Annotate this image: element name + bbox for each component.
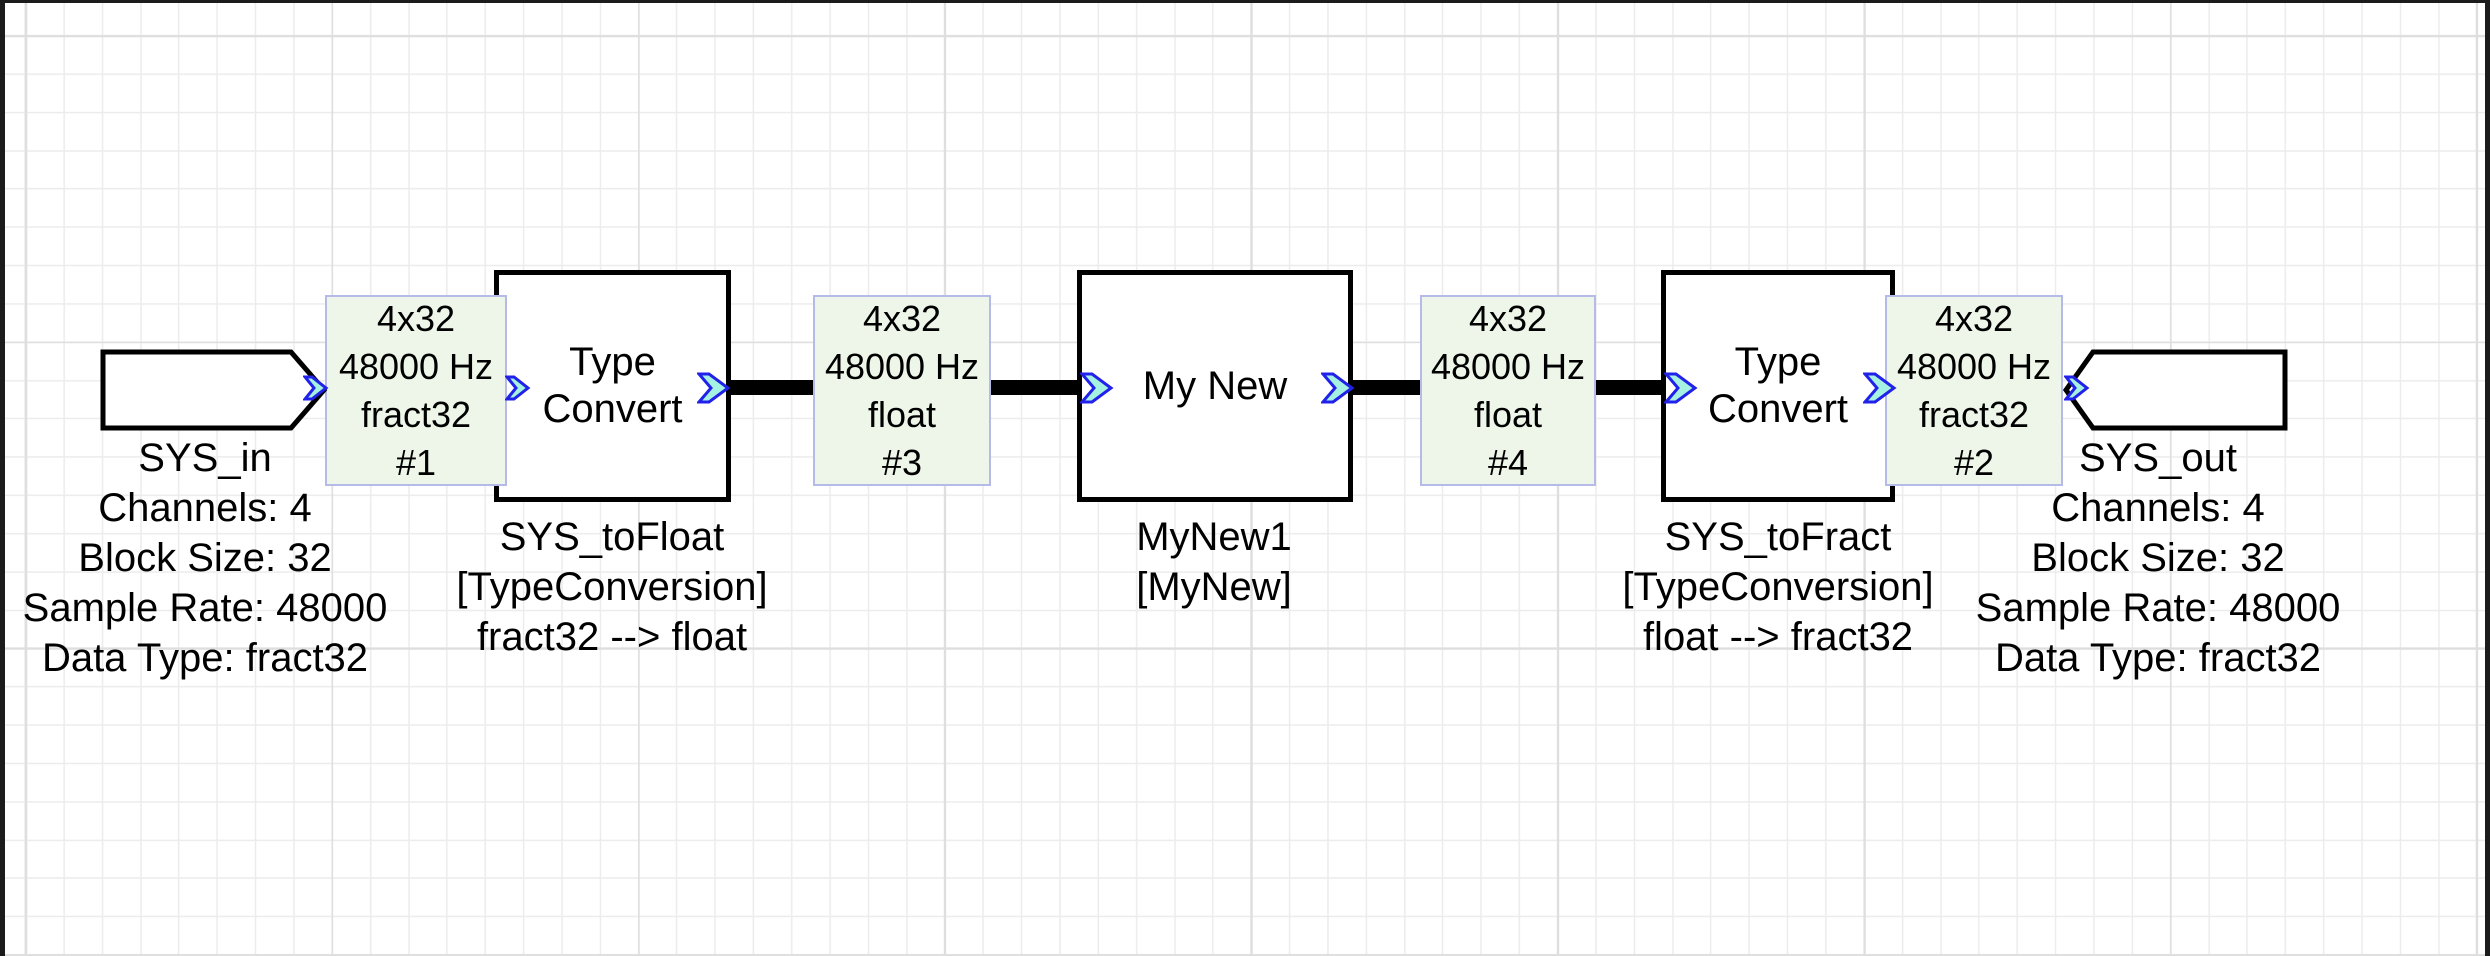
type-convert-2-output-pin[interactable] — [1861, 370, 1897, 406]
hw-output-block-shape — [2062, 349, 2288, 431]
block-info-block-size: Block Size: 32 — [2031, 536, 2285, 580]
wire-info-box-4[interactable]: 4x32 48000 Hz float #4 — [1420, 295, 1596, 486]
wire-sample-rate: 48000 Hz — [824, 345, 980, 387]
wire-segment[interactable] — [1350, 380, 1424, 395]
wire-number: #4 — [1487, 441, 1529, 483]
block-name-label: MyNew1 — [1136, 515, 1292, 559]
wire-sample-rate: 48000 Hz — [338, 345, 494, 387]
type-convert-1-input-pin[interactable] — [503, 374, 531, 402]
block-class-label: [TypeConversion] — [456, 565, 768, 609]
block-conversion-label: fract32 --> float — [476, 615, 748, 659]
block-info-data-type: Data Type: fract32 — [41, 636, 369, 680]
wire-data-type: fract32 — [360, 393, 472, 435]
wire-segment[interactable] — [1593, 380, 1668, 395]
my-new-input-pin[interactable] — [1078, 370, 1114, 406]
block-name-label: SYS_out — [2079, 436, 2237, 480]
wire-number: #1 — [395, 441, 437, 483]
wire-data-type: float — [867, 393, 937, 435]
hw-input-caption: SYS_in Channels: 4 Block Size: 32 Sample… — [0, 433, 425, 683]
block-name-label: SYS_toFract — [1664, 515, 1892, 559]
wire-segment[interactable] — [988, 380, 1086, 395]
type-convert-2-caption: SYS_toFract [TypeConversion] float --> f… — [1558, 512, 1998, 662]
wire-sample-rate: 48000 Hz — [1896, 345, 2052, 387]
type-convert-2-block[interactable]: Type Convert — [1661, 270, 1895, 502]
block-info-channels: Channels: 4 — [2051, 486, 2265, 530]
my-new-output-pin[interactable] — [1319, 370, 1355, 406]
type-convert-1-output-pin[interactable] — [695, 370, 731, 406]
hw-input-block[interactable] — [100, 348, 330, 432]
hw-output-caption: SYS_out Channels: 4 Block Size: 32 Sampl… — [1938, 433, 2378, 683]
hw-output-input-pin[interactable] — [2062, 374, 2090, 402]
wire-number: #3 — [881, 441, 923, 483]
block-info-data-type: Data Type: fract32 — [1994, 636, 2322, 680]
wire-info-box-2[interactable]: 4x32 48000 Hz fract32 #2 — [1885, 295, 2063, 486]
wire-dimensions: 4x32 — [376, 297, 456, 339]
my-new-caption: MyNew1 [MyNew] — [994, 512, 1434, 612]
block-name-label: SYS_in — [138, 436, 272, 480]
type-convert-2-input-pin[interactable] — [1662, 370, 1698, 406]
block-info-sample-rate: Sample Rate: 48000 — [1975, 586, 2341, 630]
wire-data-type: float — [1473, 393, 1543, 435]
wire-dimensions: 4x32 — [1468, 297, 1548, 339]
window-border-right — [2485, 0, 2490, 956]
wire-segment[interactable] — [725, 380, 817, 395]
hw-input-block-shape — [100, 349, 328, 431]
wire-data-type: fract32 — [1918, 393, 2030, 435]
my-new-label: My New — [1142, 363, 1288, 408]
wire-sample-rate: 48000 Hz — [1430, 345, 1586, 387]
block-conversion-label: float --> fract32 — [1642, 615, 1914, 659]
wire-number: #2 — [1953, 441, 1995, 483]
my-new-block[interactable]: My New — [1077, 270, 1353, 502]
type-convert-2-label: Type Convert — [1707, 340, 1849, 431]
type-convert-1-label: Type Convert — [542, 340, 683, 431]
block-class-label: [TypeConversion] — [1622, 565, 1934, 609]
wire-dimensions: 4x32 — [862, 297, 942, 339]
hw-output-block[interactable] — [2060, 348, 2290, 432]
block-class-label: [MyNew] — [1136, 565, 1292, 609]
block-info-block-size: Block Size: 32 — [78, 536, 332, 580]
hw-input-output-pin[interactable] — [301, 374, 329, 402]
block-name-label: SYS_toFloat — [499, 515, 725, 559]
wire-dimensions: 4x32 — [1934, 297, 2014, 339]
wire-info-box-1[interactable]: 4x32 48000 Hz fract32 #1 — [325, 295, 507, 486]
type-convert-1-block[interactable]: Type Convert — [494, 270, 731, 502]
block-info-channels: Channels: 4 — [98, 486, 312, 530]
wire-info-box-3[interactable]: 4x32 48000 Hz float #3 — [813, 295, 991, 486]
type-convert-1-caption: SYS_toFloat [TypeConversion] fract32 -->… — [392, 512, 832, 662]
window-border-left — [0, 0, 5, 956]
block-info-sample-rate: Sample Rate: 48000 — [22, 586, 388, 630]
window-border-top — [0, 0, 2490, 3]
